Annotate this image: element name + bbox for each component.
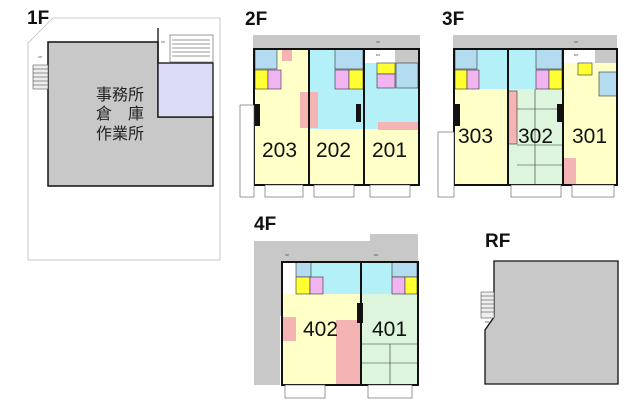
floor-4f: 4F UP DN 402 401: [254, 214, 419, 399]
floor-3f: 3F UP DN 303 302 301: [437, 9, 618, 198]
stairs-up-label: UP: [574, 40, 578, 44]
stairs-up-label: UP: [376, 40, 380, 44]
floor-label-4f: 4F: [254, 214, 276, 235]
room-label-workshop: 作業所: [96, 124, 144, 143]
roof: [484, 260, 619, 385]
stairs-up-label: UP: [285, 253, 289, 257]
stairs-down-label: DN: [485, 320, 489, 324]
unit-label-302: 302: [518, 125, 553, 148]
unit-label-401: 401: [372, 318, 407, 341]
floor-label-3f: 3F: [442, 9, 464, 30]
stairs-icon: [480, 291, 495, 319]
floor-2f: 2F UP DN 203 2: [239, 9, 420, 198]
stairs-icon: [32, 34, 214, 90]
stairs-up-label: UP: [38, 55, 42, 59]
unit-label-301: 301: [572, 125, 607, 148]
unit-label-402: 402: [303, 318, 338, 341]
stairs-down-label: DN: [374, 253, 378, 257]
room-label-office: 事務所: [96, 85, 144, 104]
stairs-down-label: DN: [574, 53, 578, 57]
unit-label-202: 202: [316, 139, 351, 162]
floor-label-1f: 1F: [27, 8, 49, 29]
storage-room: [157, 62, 214, 118]
floor-1f: 1F UP UP 事務所 倉 庫 作業所: [27, 8, 221, 261]
stairs-down-label: DN: [376, 53, 380, 57]
unit-label-303: 303: [458, 125, 493, 148]
room-label-warehouse: 倉 庫: [96, 104, 144, 123]
floor-label-2f: 2F: [245, 9, 267, 30]
unit-label-201: 201: [372, 139, 407, 162]
floor-label-rf: RF: [485, 231, 510, 252]
stairs-up-label: UP: [161, 40, 165, 44]
floor-rf: RF DN: [480, 231, 619, 385]
unit-label-203: 203: [262, 139, 297, 162]
